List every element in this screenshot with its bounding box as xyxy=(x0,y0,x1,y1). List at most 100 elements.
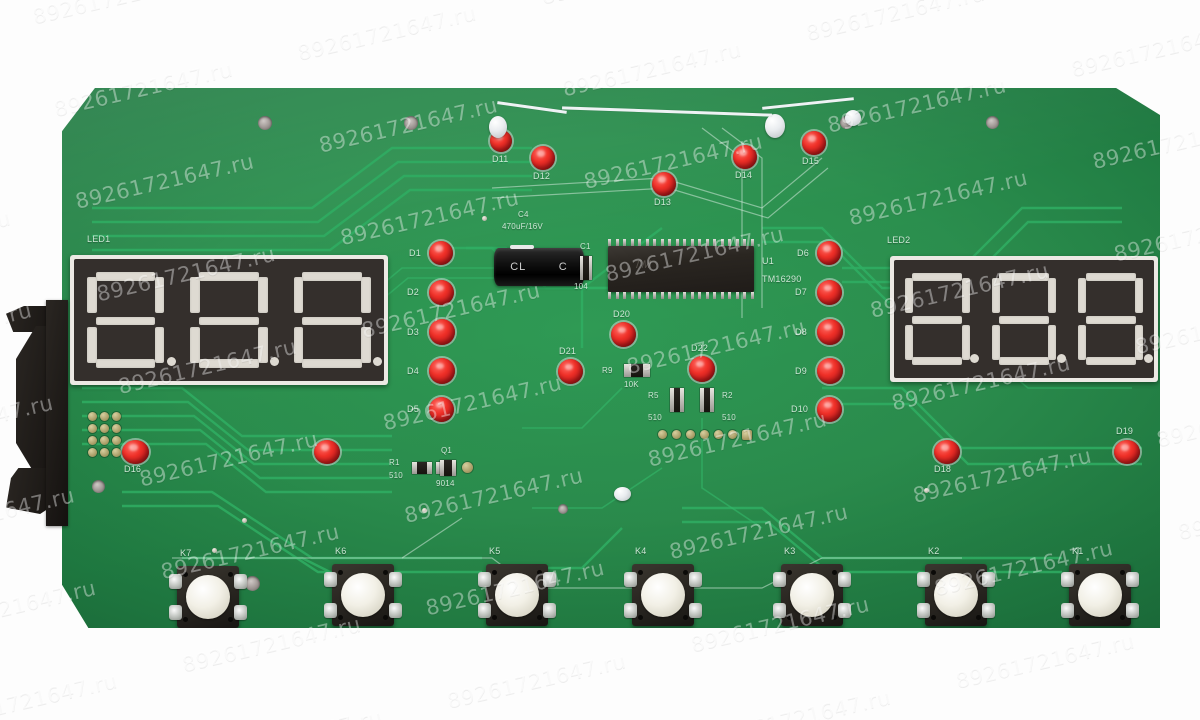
cap-body-text-left: CL xyxy=(510,261,527,273)
plastic-bracket xyxy=(2,300,80,526)
resistor-r9 xyxy=(624,364,650,377)
led-d15 xyxy=(802,131,826,155)
via xyxy=(422,508,427,513)
tactile-switch-k3[interactable] xyxy=(773,564,851,626)
cap-body-text-right: C xyxy=(558,261,568,273)
tactile-switch-k2[interactable] xyxy=(917,564,995,626)
value-r1: 510 xyxy=(389,471,403,480)
solder-blob xyxy=(845,110,861,126)
ref-c1: C1 xyxy=(580,242,591,251)
ref-d14: D14 xyxy=(735,170,753,180)
seven-segment-display-led1 xyxy=(70,255,388,385)
ref-d5: D5 xyxy=(407,404,419,414)
watermark-text: 89261721647.ru xyxy=(201,690,466,720)
via xyxy=(242,518,247,523)
tactile-switch-k1[interactable] xyxy=(1061,564,1139,626)
resistor-r5 xyxy=(670,388,684,412)
tactile-switch-k7[interactable] xyxy=(169,566,247,628)
solder-pad xyxy=(462,462,473,473)
resistor-r1 xyxy=(412,462,432,474)
solder-pad xyxy=(112,448,121,457)
solder-pad xyxy=(88,448,97,457)
ref-r2: R2 xyxy=(722,391,733,400)
watermark-text: 89261721647.ru xyxy=(1175,479,1200,545)
via xyxy=(212,548,217,553)
display-digit xyxy=(904,272,980,366)
ref-r1: R1 xyxy=(389,458,400,467)
mounting-hole xyxy=(986,116,999,129)
connector-pad xyxy=(686,430,695,439)
switch-cap[interactable] xyxy=(790,573,834,617)
ref-c4: C4 xyxy=(518,210,529,219)
switch-cap[interactable] xyxy=(341,573,385,617)
ic-pins-top xyxy=(608,239,754,246)
watermark-text: 89261721647.ru xyxy=(444,648,629,713)
display-digit xyxy=(189,272,279,368)
seven-segment-display-led2 xyxy=(890,256,1158,382)
silkscreen-led2-label: LED2 xyxy=(887,235,911,245)
watermark-text: 89261721647.ru xyxy=(975,706,1200,720)
switch-cap[interactable] xyxy=(934,573,978,617)
ref-k2: K2 xyxy=(928,546,940,556)
led-d8 xyxy=(817,319,843,345)
switch-cap[interactable] xyxy=(1078,573,1122,617)
led-d21 xyxy=(558,359,583,384)
watermark-text: 89261721647.ru xyxy=(274,0,539,42)
led-d7 xyxy=(817,280,842,305)
ref-d18: D18 xyxy=(934,464,952,474)
watermark-text: 89261721647.ru xyxy=(1154,387,1200,452)
connector-pad xyxy=(658,430,667,439)
led-d5 xyxy=(429,397,454,422)
ic-pins-bottom xyxy=(608,292,754,299)
watermark-text: 89261721647.ru xyxy=(0,668,120,720)
led-d4 xyxy=(429,358,455,384)
watermark-text: 89261721647.ru xyxy=(953,628,1137,694)
led-d22 xyxy=(689,356,715,382)
tactile-switch-k4[interactable] xyxy=(624,564,702,626)
silkscreen-led1-label: LED1 xyxy=(87,234,111,244)
solder-pad xyxy=(88,412,97,421)
mounting-hole xyxy=(558,504,568,514)
transistor-q1 xyxy=(440,460,457,476)
value-r9: 10K xyxy=(624,380,639,389)
switch-cap[interactable] xyxy=(641,573,685,617)
ref-d6: D6 xyxy=(797,248,809,258)
tactile-switch-k6[interactable] xyxy=(324,564,402,626)
switch-cap[interactable] xyxy=(495,573,539,617)
watermark-text: 89261721647.ru xyxy=(539,0,804,78)
mounting-hole xyxy=(258,116,272,130)
led-d19 xyxy=(1114,440,1140,464)
ref-d3: D3 xyxy=(407,327,419,337)
ref-k6: K6 xyxy=(335,546,347,556)
ref-d20: D20 xyxy=(613,309,631,319)
ref-k1: K1 xyxy=(1072,546,1084,556)
solder-pad xyxy=(100,448,109,457)
led-d1 xyxy=(429,241,453,265)
watermark-text: 89261721647.ru xyxy=(0,5,52,154)
tactile-switch-k5[interactable] xyxy=(478,564,556,626)
connector-pad xyxy=(700,430,709,439)
led-d3 xyxy=(429,319,455,345)
value-c1: 104 xyxy=(574,282,588,291)
switch-cap[interactable] xyxy=(186,575,230,619)
watermark-text: 89261721647.ru xyxy=(709,684,894,720)
part-number-q1: 9014 xyxy=(436,479,455,488)
solder-pad xyxy=(112,436,121,445)
ref-k5: K5 xyxy=(489,546,501,556)
ref-d10: D10 xyxy=(791,404,809,414)
watermark-text: 89261721647.ru xyxy=(1047,0,1200,58)
solder-pad xyxy=(100,424,109,433)
ref-d15: D15 xyxy=(802,156,820,166)
ref-d11: D11 xyxy=(492,154,509,164)
integrated-circuit-u1: TM xyxy=(608,239,754,299)
led-d6 xyxy=(817,241,841,265)
ref-d1: D1 xyxy=(409,248,421,258)
connector-pad xyxy=(672,430,681,439)
solder-pad xyxy=(112,424,121,433)
solder-pad xyxy=(100,436,109,445)
ref-u1: U1 xyxy=(762,256,774,266)
led-d2 xyxy=(429,280,454,305)
solder-blob xyxy=(765,114,785,138)
led-d14 xyxy=(733,145,757,169)
